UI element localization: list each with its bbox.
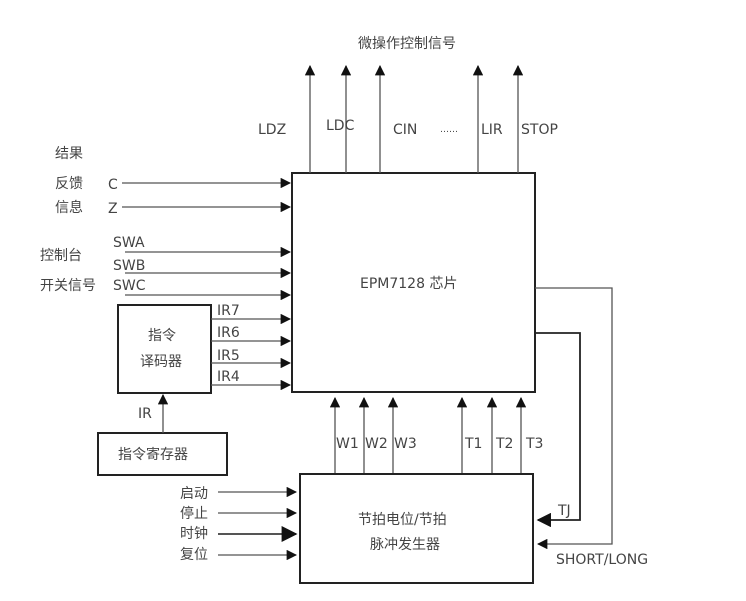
signal-w1: W1 — [336, 436, 359, 452]
chip-label: EPM7128 芯片 — [360, 276, 457, 292]
console-label-1: 控制台 — [40, 248, 82, 264]
chip-box — [291, 172, 536, 393]
signal-w3: W3 — [394, 436, 417, 452]
input-reset: 复位 — [180, 546, 208, 563]
decoder-box — [117, 304, 212, 394]
signal-c: C — [108, 177, 118, 193]
signal-t3: T3 — [525, 436, 543, 452]
feedback-label-2: 反馈 — [55, 176, 83, 192]
timing-arrows — [329, 396, 527, 474]
decoder-label-1: 指令 — [148, 328, 176, 344]
signal-swb: SWB — [113, 258, 145, 274]
diagram-title: 微操作控制信号 — [358, 36, 456, 52]
generator-label-1: 节拍电位/节拍 — [358, 512, 447, 528]
signal-ir7: IR7 — [217, 303, 240, 319]
register-box — [97, 432, 228, 476]
signal-short-long: SHORT/LONG — [556, 552, 648, 568]
input-stop: 停止 — [180, 505, 208, 522]
output-ldz: LDZ — [258, 122, 286, 138]
output-ellipsis: …… — [440, 125, 458, 135]
signal-swc: SWC — [113, 278, 146, 294]
signal-ir4: IR4 — [217, 369, 240, 385]
generator-label-2: 脉冲发生器 — [370, 537, 440, 553]
signal-t2: T2 — [495, 436, 513, 452]
output-lir: LIR — [481, 122, 503, 138]
signal-ir6: IR6 — [217, 325, 240, 341]
signal-z: Z — [108, 201, 118, 217]
arrow-tj — [535, 332, 581, 528]
input-clock: 时钟 — [180, 525, 208, 542]
feedback-label-1: 结果 — [55, 146, 83, 162]
signal-w2: W2 — [365, 436, 388, 452]
console-label-2: 开关信号 — [40, 278, 96, 294]
signal-ir: IR — [138, 406, 152, 422]
decoder-label-2: 译码器 — [140, 354, 182, 370]
signal-ir5: IR5 — [217, 348, 240, 364]
input-start: 启动 — [180, 486, 208, 502]
output-stop: STOP — [521, 122, 558, 138]
signal-t1: T1 — [464, 436, 482, 452]
output-ldc: LDC — [326, 118, 355, 134]
output-cin: CIN — [393, 122, 417, 138]
feedback-label-3: 信息 — [55, 199, 83, 216]
signal-swa: SWA — [113, 235, 145, 251]
signal-tj: TJ — [557, 503, 571, 519]
arrow-short-long — [535, 287, 613, 550]
register-label: 指令寄存器 — [118, 446, 188, 463]
output-arrows — [304, 64, 524, 173]
generator-box — [299, 473, 534, 584]
